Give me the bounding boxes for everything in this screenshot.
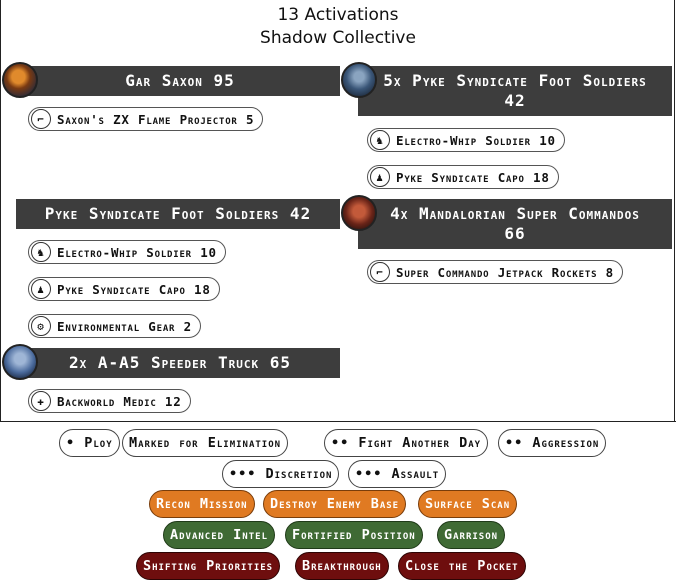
- roster-frame-right: [674, 0, 675, 422]
- upgrade-pill[interactable]: ♞ Electro-Whip Soldier 10: [367, 128, 565, 152]
- upgrade-label: Environmental Gear 2: [57, 318, 192, 334]
- upgrade-label: Saxon's ZX Flame Projector 5: [57, 111, 255, 127]
- upgrade-pill[interactable]: ⌐ Super Commando Jetpack Rockets 8: [367, 260, 623, 284]
- upgrade-label: Electro-Whip Soldier 10: [57, 244, 217, 260]
- command-card-assault[interactable]: ••• Assault: [348, 460, 447, 488]
- upgrade-pill[interactable]: ⚙ Environmental Gear 2: [28, 314, 201, 338]
- unit-name: 2x A-A5 Speeder Truck 65: [68, 353, 292, 372]
- unit-name: 5x Pyke Syndicate Foot Soldiers: [383, 71, 647, 90]
- secondary-card-advanced-intel[interactable]: Advanced Intel: [163, 521, 275, 549]
- upgrade-label: Electro-Whip Soldier 10: [396, 132, 556, 148]
- command-card-fight-another-day[interactable]: •• Fight Another Day: [324, 429, 489, 457]
- secondary-card-garrison[interactable]: Garrison: [437, 521, 506, 549]
- faction-name: Shadow Collective: [260, 28, 416, 48]
- upgrade-pill[interactable]: ♞ Electro-Whip Soldier 10: [28, 240, 226, 264]
- primary-card-recon-mission[interactable]: Recon Mission: [149, 490, 255, 518]
- unit-name: 4x Mandalorian Super Commandos: [390, 204, 640, 223]
- soldier-icon: ♞: [370, 130, 390, 150]
- flamethrower-icon: ⌐: [31, 109, 51, 129]
- unit-gar-saxon[interactable]: Gar Saxon 95: [20, 66, 340, 96]
- advantage-card-breakthrough[interactable]: Breakthrough: [295, 552, 389, 580]
- upgrade-label: Backworld Medic 12: [57, 393, 182, 409]
- unit-name: Pyke Syndicate Foot Soldiers 42: [44, 204, 312, 223]
- jetpack-icon: ⌐: [370, 262, 390, 282]
- advantage-card-shifting-priorities[interactable]: Shifting Priorities: [136, 552, 281, 580]
- unit-pyke-foot-soldiers-5x[interactable]: 5x Pyke Syndicate Foot Soldiers 42: [358, 66, 672, 116]
- upgrade-pill[interactable]: ✚ Backworld Medic 12: [28, 389, 191, 413]
- unit-points: 42: [504, 91, 526, 110]
- command-card-ploy[interactable]: • Ploy: [59, 429, 120, 457]
- upgrade-label: Super Commando Jetpack Rockets 8: [396, 264, 614, 280]
- section-divider: [0, 421, 676, 422]
- upgrade-pill[interactable]: ♟ Pyke Syndicate Capo 18: [28, 277, 220, 301]
- soldier-icon: ♟: [31, 279, 51, 299]
- roster-frame-left: [0, 0, 1, 422]
- gear-icon: ⚙: [31, 316, 51, 336]
- primary-card-destroy-enemy-base[interactable]: Destroy Enemy Base: [263, 490, 407, 518]
- unit-avatar: [341, 195, 377, 231]
- secondary-card-fortified-position[interactable]: Fortified Position: [285, 521, 423, 549]
- soldier-icon: ♞: [31, 242, 51, 262]
- command-card-discretion[interactable]: ••• Discretion: [222, 460, 340, 488]
- unit-avatar: [341, 62, 377, 98]
- primary-card-surface-scan[interactable]: Surface Scan: [418, 490, 518, 518]
- advantage-card-close-the-pocket[interactable]: Close the Pocket: [398, 552, 526, 580]
- medic-icon: ✚: [31, 391, 51, 411]
- unit-speeder-truck[interactable]: 2x A-A5 Speeder Truck 65: [20, 348, 340, 378]
- unit-mandalorian-super-commandos[interactable]: 4x Mandalorian Super Commandos 66: [358, 199, 672, 249]
- unit-pyke-foot-soldiers[interactable]: Pyke Syndicate Foot Soldiers 42: [16, 199, 340, 229]
- unit-points: 66: [504, 224, 526, 243]
- activations-count: 13 Activations: [277, 5, 399, 25]
- command-card-marked-for-elimination[interactable]: Marked for Elimination: [122, 429, 289, 457]
- upgrade-pill[interactable]: ♟ Pyke Syndicate Capo 18: [367, 165, 559, 189]
- upgrade-pill[interactable]: ⌐ Saxon's ZX Flame Projector 5: [28, 107, 264, 131]
- unit-name: Gar Saxon 95: [125, 71, 235, 90]
- command-card-aggression[interactable]: •• Aggression: [498, 429, 607, 457]
- upgrade-label: Pyke Syndicate Capo 18: [57, 281, 211, 297]
- unit-avatar: [2, 344, 38, 380]
- soldier-icon: ♟: [370, 167, 390, 187]
- unit-avatar: [2, 62, 38, 98]
- upgrade-label: Pyke Syndicate Capo 18: [396, 169, 550, 185]
